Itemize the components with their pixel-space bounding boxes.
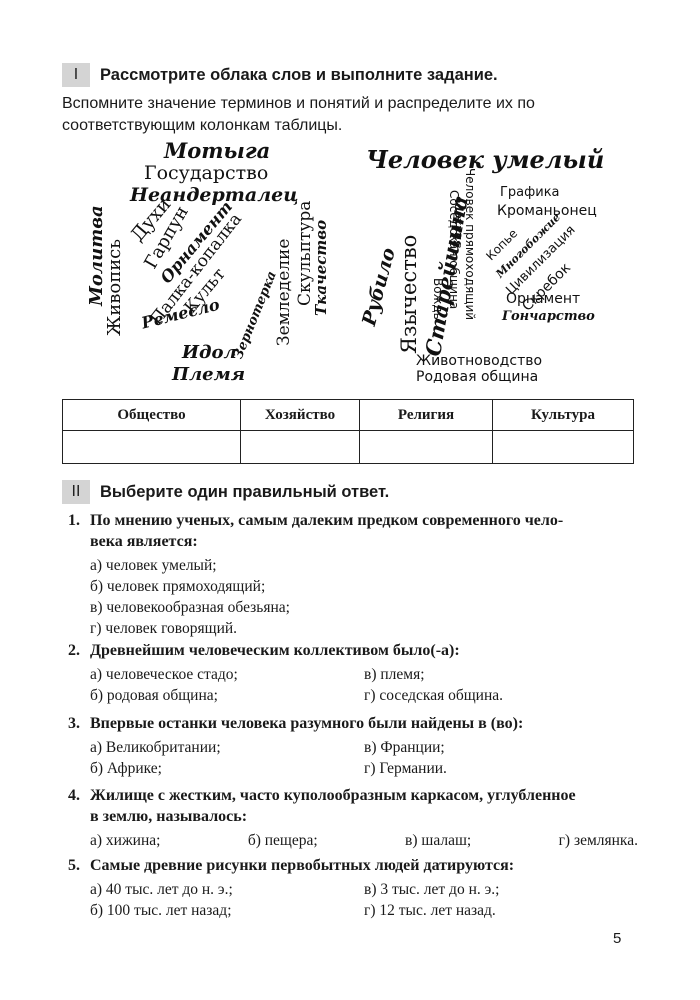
column-header-religion: Религия xyxy=(359,399,493,431)
cloud-word: Идол xyxy=(182,342,237,363)
answer-option[interactable]: в) шалаш; xyxy=(405,832,472,849)
classification-table: Общество Хозяйство Религия Культура xyxy=(62,399,634,464)
answer-option[interactable]: а) человек умелый; xyxy=(90,557,217,574)
word-cloud-right: Человек умелый Язычество Старейшина Руби… xyxy=(352,138,612,388)
answer-option[interactable]: в) человекообразная обезьяна; xyxy=(90,599,290,616)
answer-option[interactable]: б) родовая община; xyxy=(90,687,218,704)
answer-option[interactable]: а) человеческое стадо; xyxy=(90,666,238,683)
task-2-header: II Выберите один правильный ответ. xyxy=(62,480,389,504)
task-1-header: I Рассмотрите облака слов и выполните за… xyxy=(62,63,498,87)
cloud-word: Племя xyxy=(172,364,246,385)
cloud-word: Гончарство xyxy=(502,309,595,324)
cloud-word: Кроманьонец xyxy=(497,203,597,219)
answer-option[interactable]: б) человек прямоходящий; xyxy=(90,578,266,595)
cloud-word: Животноводство xyxy=(416,353,543,369)
column-header-culture: Культура xyxy=(492,399,634,431)
question-4: 4.Жилище с жестким, часто куполообразным… xyxy=(68,787,638,849)
cloud-word: Государство xyxy=(144,162,269,184)
table-cell[interactable] xyxy=(62,430,241,464)
cloud-word: Человек прямоходящий xyxy=(463,168,477,321)
question-3: 3.Впервые останки человека разумного был… xyxy=(68,713,638,779)
cloud-word: Соседская община xyxy=(447,190,461,310)
cloud-word: Земледелие xyxy=(274,238,294,346)
cloud-word: Зернотерка xyxy=(231,269,280,362)
table-cell[interactable] xyxy=(359,430,493,464)
answer-option[interactable]: г) Германии. xyxy=(364,760,447,777)
cloud-word: Графика xyxy=(500,185,560,200)
cloud-word: Неандерталец xyxy=(130,184,299,206)
cloud-word: Язычество xyxy=(397,234,421,354)
answer-option[interactable]: г) соседская община. xyxy=(364,687,504,704)
column-header-economy: Хозяйство xyxy=(240,399,360,431)
answer-option[interactable]: в) Франции; xyxy=(364,739,445,756)
cloud-word: Рубило xyxy=(358,245,400,329)
cloud-word: Живопись xyxy=(104,238,125,336)
column-header-society: Общество xyxy=(62,399,241,431)
task-1-number: I xyxy=(62,63,90,87)
page-number: 5 xyxy=(613,930,622,947)
answer-option[interactable]: а) 40 тыс. лет до н. э.; xyxy=(90,881,233,898)
answer-option[interactable]: а) хижина; xyxy=(90,832,161,849)
answer-option[interactable]: б) пещера; xyxy=(247,832,318,849)
answer-option[interactable]: б) Африке; xyxy=(90,760,162,777)
question-5: 5.Самые древние рисунки первобытных люде… xyxy=(68,855,638,921)
cloud-word: Ткачество xyxy=(312,219,330,316)
answer-option[interactable]: в) 3 тыс. лет до н. э.; xyxy=(364,881,500,898)
answer-option[interactable]: в) племя; xyxy=(364,666,425,683)
answer-option[interactable]: а) Великобритании; xyxy=(90,739,221,756)
cloud-word: Родовая община xyxy=(416,369,539,385)
answer-option[interactable]: б) 100 тыс. лет назад; xyxy=(90,902,232,919)
cloud-word: Вождь xyxy=(431,278,445,320)
answer-option[interactable]: г) землянка. xyxy=(558,832,638,849)
table-cell[interactable] xyxy=(492,430,634,464)
task-1-heading: Рассмотрите облака слов и выполните зада… xyxy=(100,65,498,84)
question-1: 1.По мнению ученых, самым далеким предко… xyxy=(68,510,638,639)
word-cloud-left: Мотыга Государство Неандерталец Духи Гар… xyxy=(86,138,346,388)
answer-option[interactable]: г) человек говорящий. xyxy=(90,620,238,637)
table-cell[interactable] xyxy=(240,430,360,464)
question-2: 2.Древнейшим человеческим коллективом бы… xyxy=(68,640,638,706)
cloud-word: Человек умелый xyxy=(366,145,605,174)
cloud-word: Орнамент xyxy=(506,291,581,307)
task-2-number: II xyxy=(62,480,90,504)
task-2-heading: Выберите один правильный ответ. xyxy=(100,482,390,501)
task-1-instruction: Вспомните значение терминов и понятий и … xyxy=(62,95,535,134)
cloud-word: Мотыга xyxy=(164,138,271,163)
answer-option[interactable]: г) 12 тыс. лет назад. xyxy=(364,902,496,919)
